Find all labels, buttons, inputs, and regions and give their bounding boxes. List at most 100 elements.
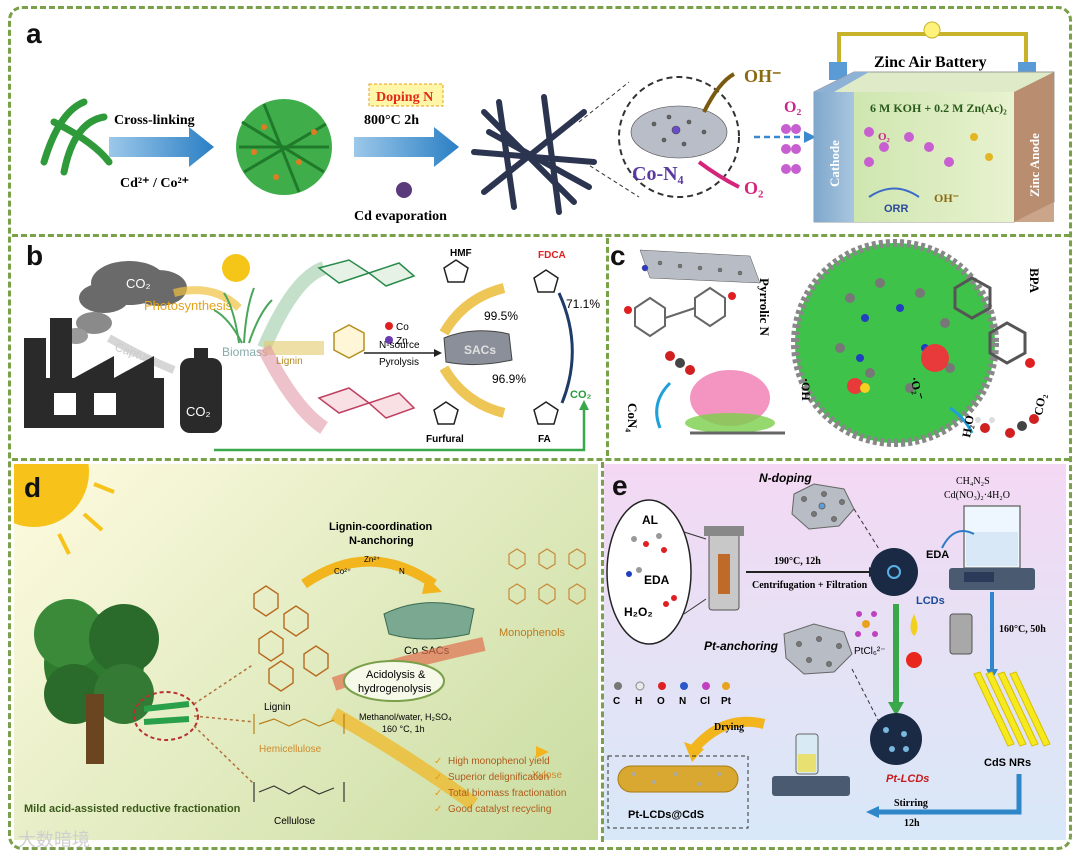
legend-cl: Cl xyxy=(700,696,710,707)
graphene-sheet-icon xyxy=(630,105,728,159)
separator-bc xyxy=(606,238,609,456)
fiber-bundle-icon xyxy=(143,701,190,725)
hemicellulose-molecule-icon xyxy=(317,387,416,419)
panel-d: d Lignin-coordination N-anchoring Zn²⁺ C… xyxy=(14,464,598,840)
catalyst-sphere-icon xyxy=(791,239,999,447)
label-co-ion: Co²⁺ xyxy=(334,567,351,576)
label-h2o: H₂O xyxy=(959,414,977,438)
hemicellulose-structure-icon xyxy=(253,714,345,734)
panel-label-c: c xyxy=(610,240,626,271)
co2-tank-icon xyxy=(180,348,222,433)
zoom-circle xyxy=(618,76,740,198)
sacs-sheet-icon xyxy=(443,330,513,366)
panel-label-e: e xyxy=(612,470,628,501)
label-monophenols: Monophenols xyxy=(499,627,566,639)
furfural-molecule-icon xyxy=(433,401,459,425)
panel-label-d: d xyxy=(24,472,42,503)
check-icon: ✓ xyxy=(434,772,442,783)
cellulose-structure-icon xyxy=(253,782,345,802)
label-temp: 800°C 2h xyxy=(364,113,419,128)
label-cond2: 160 °C, 1h xyxy=(382,724,425,734)
label-hemicellulose: Hemicellulose xyxy=(259,744,322,755)
check-icon: ✓ xyxy=(434,788,442,799)
label-anode: Zinc Anode xyxy=(1027,133,1042,197)
label-photosynthesis: Photosynthesis xyxy=(144,298,233,313)
cell-bubbles-icon xyxy=(864,127,993,167)
label-sacs: SACs xyxy=(464,343,496,357)
label-cd-evap: Cd evaporation xyxy=(354,209,447,224)
label-zn: Zn xyxy=(396,336,408,347)
label-cond2: Centrifugation + Filtration xyxy=(752,580,868,591)
lignin-structure-icon xyxy=(253,585,329,692)
watermark: 大数暗境 xyxy=(18,830,90,851)
label-ptcl: PtCl₆²⁻ xyxy=(854,646,886,657)
panel-e: e AL EDA H₂O₂ 190°C, 12h Centrifugation … xyxy=(604,464,1066,840)
o2-arrow xyxy=(697,160,740,189)
label-title2: N-anchoring xyxy=(349,535,414,547)
label-electrolyte: 6 M KOH + 0.2 M Zn(Ac)₂ xyxy=(870,101,1007,115)
label-yield-3: 71.1% xyxy=(566,297,600,311)
label-n: N xyxy=(399,567,405,576)
monophenols-icon xyxy=(508,548,586,605)
cellulose-molecule-icon xyxy=(317,259,416,287)
label-ions: Cd²⁺ / Co²⁺ xyxy=(120,176,189,191)
label-bpa: BPA xyxy=(1027,268,1042,294)
label-o2-right: O₂ xyxy=(744,178,763,198)
beaker-icon xyxy=(949,505,1035,590)
label-cond1: Methanol/water, H₂SO₄ xyxy=(359,712,452,722)
orr-arrow xyxy=(868,187,920,198)
label-biomass: Biomass xyxy=(222,345,268,359)
cd-atom-icon xyxy=(396,182,412,198)
separator-a xyxy=(12,234,1070,237)
label-product: Pt-LCDs@CdS xyxy=(628,809,704,821)
check-icon: ✓ xyxy=(434,756,442,767)
label-o2-cell: O₂ xyxy=(878,131,891,143)
label-fa: FA xyxy=(538,434,551,445)
factory-icon xyxy=(24,318,164,428)
label-title1: Lignin-coordination xyxy=(329,521,433,533)
separator-de xyxy=(601,462,604,842)
carbon-network-icon xyxy=(471,94,597,215)
ptlcd-sphere-icon xyxy=(870,713,922,765)
fdca-molecule-icon xyxy=(533,269,559,293)
ptcl-complex-icon xyxy=(855,611,878,637)
label-battery-title: Zinc Air Battery xyxy=(874,54,987,71)
label-furfural: Furfural xyxy=(426,434,464,445)
label-lignin: Lignin xyxy=(276,356,303,367)
label-temp2: 160°C, 50h xyxy=(999,624,1046,635)
bpa-molecule-icon xyxy=(634,286,726,338)
label-yield-1: 99.5% xyxy=(484,309,518,323)
label-cond1: 190°C, 12h xyxy=(774,556,821,567)
legend-pt: Pt xyxy=(721,696,732,707)
label-nsource: N-source xyxy=(379,340,420,351)
sun-icon xyxy=(222,254,250,282)
label-ptanchoring: Pt-anchoring xyxy=(704,639,779,653)
light-burst-icon xyxy=(906,652,922,668)
panel-a-graphic: Cross-linking Cd²⁺ / Co²⁺ Doping N 800°C… xyxy=(40,21,1055,224)
autoclave-icon xyxy=(704,526,744,611)
label-con4: CoN₄ xyxy=(625,403,640,432)
co2-cloud-icon xyxy=(64,261,187,344)
element-legend: C H O N Cl Pt xyxy=(613,681,732,707)
stirrer-icon xyxy=(772,733,850,796)
label-ndoping: N-doping xyxy=(759,471,812,485)
label-yield-2: 96.9% xyxy=(492,372,526,386)
label-cellulose: Cellulose xyxy=(274,816,316,827)
tree-icon xyxy=(34,599,159,764)
label-co: Co xyxy=(396,322,409,333)
legend-c: C xyxy=(613,696,620,707)
fiber-zoom xyxy=(133,691,199,741)
checklist-item-3: Total biomass fractionation xyxy=(448,788,566,799)
cds-nanorods-icon xyxy=(973,671,1051,747)
label-con4: Co-N₄ xyxy=(632,163,684,185)
panel-c-graphic: Pyrrolic N CoN₄ ·OH ·O₂ xyxy=(624,239,1049,447)
label-o2-left: O₂ xyxy=(784,99,801,116)
label-reagents2: Cd(NO₃)₂·4H₂O xyxy=(944,490,1010,501)
label-oh-cell: OH⁻ xyxy=(934,191,959,205)
label-eda: EDA xyxy=(644,573,670,587)
hmf-molecule-icon xyxy=(443,259,469,283)
label-ptlcds: Pt-LCDs xyxy=(886,773,929,785)
label-orr: ORR xyxy=(884,203,909,215)
label-h2o2: H₂O₂ xyxy=(624,605,653,619)
label-pyrrolic: Pyrrolic N xyxy=(757,278,772,336)
